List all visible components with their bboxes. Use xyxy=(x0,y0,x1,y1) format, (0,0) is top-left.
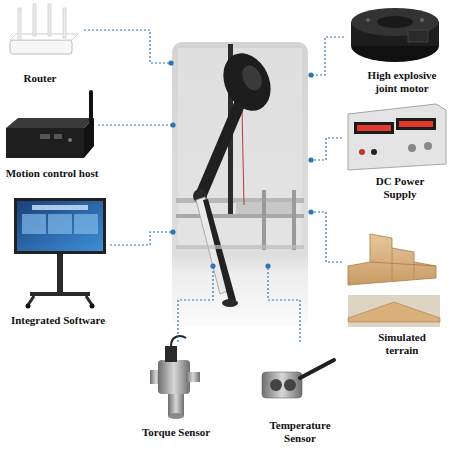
power-supply-label: DC Power Supply xyxy=(369,175,431,201)
host-label: Motion control host xyxy=(6,167,99,180)
torque-sensor-icon xyxy=(150,336,200,419)
joint-motor-label: High explosive joint motor xyxy=(356,69,448,95)
temperature-sensor-icon xyxy=(262,360,334,398)
display-icon xyxy=(14,198,106,309)
leader-lines xyxy=(84,30,344,342)
terrain-label: Simulated terrain xyxy=(370,331,434,357)
dc-power-supply-icon xyxy=(348,104,446,170)
host-icon xyxy=(6,90,94,158)
test-rig-photo xyxy=(172,42,308,326)
joint-motor-icon xyxy=(351,8,439,62)
software-label: Integrated Software xyxy=(11,314,105,327)
router-icon xyxy=(10,4,78,54)
router-label: Router xyxy=(24,72,57,85)
terrain-icon xyxy=(348,234,440,327)
temperature-sensor-label: Temperature Sensor xyxy=(262,419,338,445)
leader-dots xyxy=(168,60,313,268)
torque-sensor-label: Torque Sensor xyxy=(142,426,210,439)
